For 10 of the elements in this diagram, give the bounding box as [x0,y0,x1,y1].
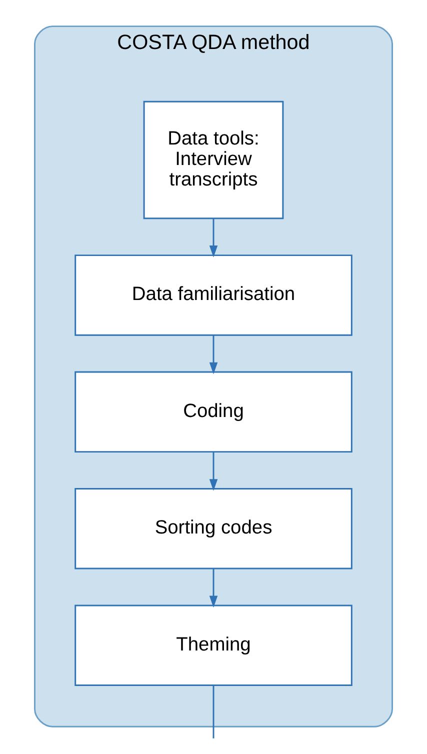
node-box: Coding [74,371,352,453]
arrow [209,218,218,258]
node-box: Sorting codes [74,488,352,570]
arrow [209,452,218,491]
connector [212,686,214,738]
arrow [209,568,218,608]
arrow [209,335,218,374]
node-box: Data familiarisation [74,254,352,336]
node-box: Data tools: Interview transcripts [143,100,284,220]
node-box: Theming [74,604,352,686]
